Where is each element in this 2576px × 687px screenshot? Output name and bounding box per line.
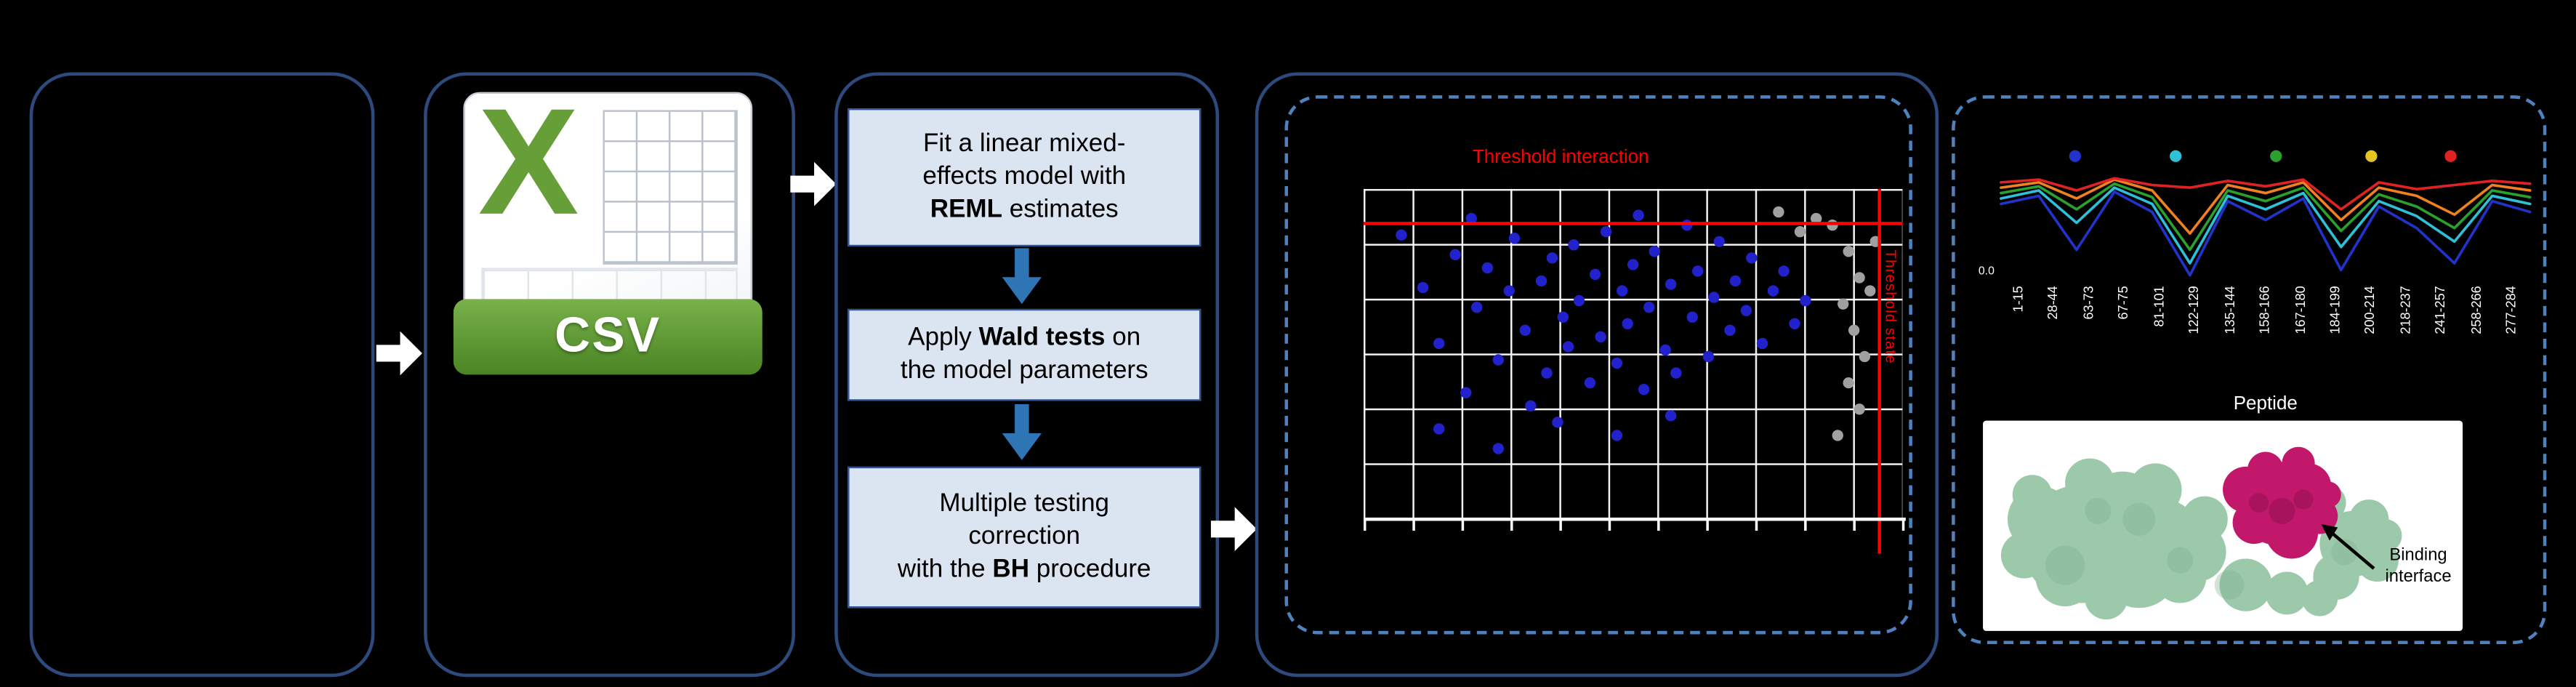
peptide-tick-label: 81-101 [2151,286,2167,327]
scatter-dashed-frame: Threshold interaction Threshold state [1284,95,1912,635]
threshold-interaction-label: Threshold interaction [1472,148,1649,168]
panel-scatter-results [1255,72,1939,678]
peptide-tick-label: 167-180 [2293,286,2308,334]
results-dashed-frame: 0.0 1-15 28-44 63-73 67-75 81-101 122-129 135-… [1952,95,2547,644]
binding-interface-arrowhead [2321,524,2338,541]
peptide-axis-label: Peptide [2233,394,2298,414]
protein-surface [2000,458,2402,620]
protein-structure-panel: Binding interface [1983,420,2463,631]
peptide-tick-label: 241-257 [2434,286,2449,334]
peptide-tick-label: 67-75 [2116,286,2131,320]
peptide-tick-label: 218-237 [2398,286,2413,334]
threshold-state-line [1877,188,1882,554]
csv-file-icon: X CSV [453,79,762,375]
peptide-tick-label: 158-166 [2257,286,2272,334]
peptide-tick-label: 1-15 [2010,286,2026,313]
excel-x-logo: X [478,79,579,247]
scatter-x-axis [1363,517,1906,531]
scatter-plot-area [1363,188,1903,518]
y-axis-tick-label: 0.0 [1978,266,1995,278]
panel-csv-file [424,72,795,678]
binding-interface-label: Binding interface [2385,545,2452,586]
panel-statistics-steps [834,72,1220,678]
threshold-state-label: Threshold state [1883,249,1899,364]
peptide-tick-label: 135-144 [2221,286,2237,334]
threshold-interaction-line [1363,222,1903,225]
binding-interface-shading [2249,489,2314,525]
peptide-tick-label: 258-266 [2468,286,2484,334]
peptide-tick-label: 122-129 [2186,286,2202,334]
protein-surface-shading [2045,497,2358,600]
peptide-tick-label: 277-284 [2504,286,2519,334]
panel-input-data [29,72,375,678]
flow-arrow-right-1 [376,331,422,376]
peptide-axis-ticks: 1-15 28-44 63-73 67-75 81-101 122-129 135-144 1… [2001,286,2530,391]
peptide-tick-label: 184-199 [2327,286,2343,334]
scatter-points-layer [1396,206,1881,454]
peptide-tick-label: 200-214 [2363,286,2378,334]
binding-interface-arrow [2330,531,2375,570]
peptide-tick-label: 63-73 [2080,286,2096,320]
peptide-uptake-line-chart [2000,150,2532,277]
peptide-tick-label: 28-44 [2045,286,2061,320]
spreadsheet-grid [603,110,738,265]
flow-arrow-right-2 [790,161,837,206]
csv-ribbon-label: CSV [453,299,762,375]
protein-structure-image [2000,446,2402,620]
